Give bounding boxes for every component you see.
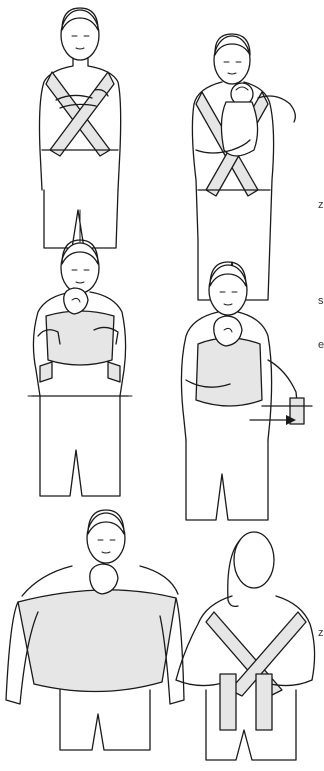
edge-letter: e xyxy=(318,339,324,351)
panel-step-2 xyxy=(192,34,295,300)
edge-letter: s xyxy=(318,295,324,307)
panel-step-6 xyxy=(176,532,315,760)
panel-step-4: e xyxy=(181,262,324,520)
edge-letter: z xyxy=(318,199,324,211)
edge-letter: z xyxy=(318,627,324,639)
carrier-panel-spread xyxy=(18,590,176,692)
panel-step-1: z xyxy=(40,8,324,248)
baby-body xyxy=(221,102,257,156)
head xyxy=(214,36,250,84)
carrier-panel xyxy=(46,311,114,365)
panel-step-5: z xyxy=(6,510,324,750)
